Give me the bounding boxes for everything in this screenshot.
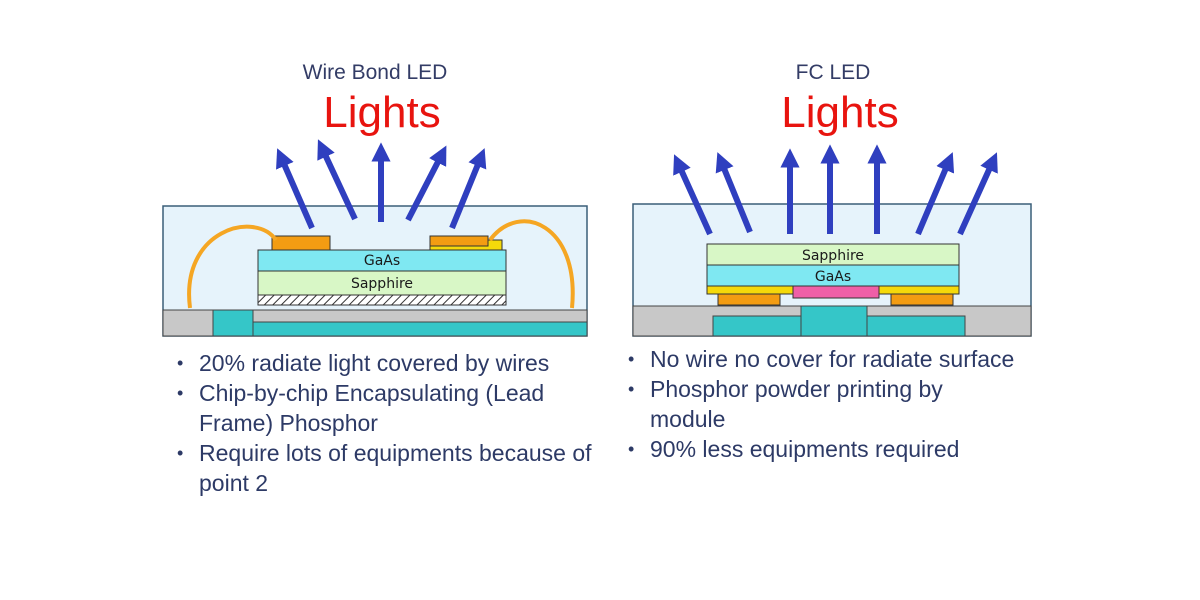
wire-bond-panel: Wire Bond LED Lights bbox=[0, 0, 600, 600]
wire-bond-bullet-1: 20% radiate light covered by wires bbox=[173, 348, 593, 378]
wire-bond-right-wire bbox=[488, 219, 575, 309]
wire-bond-hatch-layer bbox=[257, 294, 507, 306]
flip-chip-center-bond bbox=[792, 285, 880, 299]
wire-bond-left-pad bbox=[271, 235, 331, 251]
wire-bond-gaas-layer bbox=[257, 249, 507, 272]
wire-bond-diagram: GaAs Sapphire bbox=[162, 139, 588, 337]
wire-bond-arrow-2 bbox=[317, 139, 358, 221]
flip-chip-arrow-6 bbox=[915, 152, 955, 236]
wire-bond-heading: Wire Bond LED bbox=[302, 61, 448, 84]
wire-bond-bullet-3: Require lots of equipments because of po… bbox=[173, 438, 593, 498]
flip-chip-right-lead bbox=[866, 315, 966, 337]
wire-bond-left-wire bbox=[187, 224, 278, 309]
flip-chip-panel: FC LED Lights Sapphire GaAs bbox=[600, 0, 1200, 600]
flip-chip-left-bond bbox=[706, 285, 794, 295]
wire-bond-lead-frame bbox=[252, 321, 588, 337]
wire-bond-bullet-list: 20% radiate light covered by wires Chip-… bbox=[173, 348, 593, 498]
wire-bond-right-pad bbox=[429, 235, 489, 247]
flip-chip-arrow-1 bbox=[673, 154, 713, 236]
flip-chip-bullet-3: 90% less equipments required bbox=[624, 434, 1024, 464]
flip-chip-right-pad bbox=[890, 293, 954, 306]
wire-bond-sapphire-label: Sapphire bbox=[351, 276, 413, 292]
wire-bond-bullet-2: Chip-by-chip Encapsulating (Lead Frame) … bbox=[173, 378, 593, 438]
wire-bond-sapphire-layer bbox=[257, 270, 507, 296]
flip-chip-bullet-2: Phosphor powder printing by module bbox=[624, 374, 1024, 434]
flip-chip-left-lead bbox=[712, 315, 802, 337]
wire-bond-lights-title: Lights bbox=[323, 88, 441, 137]
flip-chip-diagram: Sapphire GaAs bbox=[632, 144, 1032, 337]
wire-bond-left-lead bbox=[212, 309, 254, 337]
wire-bond-arrow-1 bbox=[276, 148, 315, 230]
flip-chip-right-bond bbox=[878, 285, 960, 295]
wire-bond-arrow-4 bbox=[405, 145, 447, 222]
flip-chip-sapphire-label: Sapphire bbox=[802, 248, 864, 264]
flip-chip-heading: FC LED bbox=[795, 61, 871, 84]
flip-chip-lights-title: Lights bbox=[781, 88, 899, 137]
wire-bond-arrow-5 bbox=[449, 148, 487, 230]
flip-chip-left-pad bbox=[717, 293, 781, 306]
flip-chip-bullet-1: No wire no cover for radiate surface bbox=[624, 344, 1024, 374]
wire-bond-gaas-label: GaAs bbox=[364, 253, 400, 269]
flip-chip-center-lead bbox=[800, 305, 868, 337]
flip-chip-arrow-7 bbox=[957, 152, 998, 236]
flip-chip-arrow-2 bbox=[715, 152, 753, 234]
flip-chip-gaas-label: GaAs bbox=[815, 269, 851, 285]
flip-chip-bullet-list: No wire no cover for radiate surface Pho… bbox=[624, 344, 1024, 464]
